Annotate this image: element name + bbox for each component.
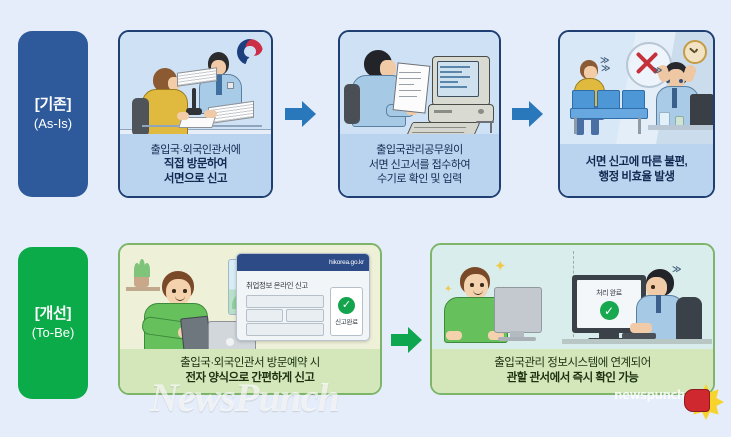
hikorea-window-titlebar: hikorea.go.kr bbox=[237, 254, 369, 271]
korea-government-emblem-icon bbox=[237, 39, 263, 65]
row-label-to-be-sub: (To-Be) bbox=[31, 324, 75, 340]
submission-complete-label: 신고완료 bbox=[335, 319, 358, 326]
row-label-to-be-main: [개선] bbox=[34, 305, 72, 322]
processing-status-screen: 처리 완료 ✓ bbox=[577, 280, 641, 328]
watermark-secondary: newspunch bbox=[614, 388, 685, 402]
caption-line: 직접 방문하여 bbox=[163, 158, 228, 171]
panel-system-linked: ✦ ✦ ✦ 처리 완료 ✓ ≫ bbox=[430, 243, 715, 395]
caption-line: 서면 신고에 따른 불편, bbox=[585, 155, 688, 168]
caption-line: 관할 관서에서 즉시 확인 가능 bbox=[506, 372, 639, 384]
watermark-logo-icon bbox=[682, 378, 726, 422]
panel-inconvenience: ≫ ≫ ≫ bbox=[558, 30, 715, 198]
hikorea-form-window[interactable]: hikorea.go.kr 취업정보 온라인 신고 ✓ 신고완료 bbox=[236, 253, 370, 341]
form-field-1[interactable] bbox=[246, 295, 324, 308]
panel-manual-entry: 출입국관리공무원이 서면 신고서를 접수하여 수기로 확인 및 입력 bbox=[338, 30, 501, 198]
caption-line: 출입국·외국인관서에 bbox=[150, 143, 241, 156]
caption-line: 전자 양식으로 간편하게 신고 bbox=[185, 372, 315, 384]
panel-online-filing-caption: 출입국·외국인관서 방문예약 시 전자 양식으로 간편하게 신고 bbox=[120, 349, 380, 393]
row-label-as-is: [기존] (As-Is) bbox=[18, 31, 88, 197]
row-label-as-is-sub: (As-Is) bbox=[33, 115, 73, 131]
row-label-to-be: [개선] (To-Be) bbox=[18, 247, 88, 399]
panel-system-linked-caption: 출입국관리 정보시스템에 연계되어 관할 관서에서 즉시 확인 가능 bbox=[432, 349, 713, 393]
form-field-4[interactable] bbox=[246, 323, 324, 336]
caption-line: 출입국관리공무원이 bbox=[376, 144, 463, 157]
panel-inconvenience-caption: 서면 신고에 따른 불편, 행정 비효율 발생 bbox=[560, 144, 713, 196]
form-field-2[interactable] bbox=[246, 309, 283, 322]
panel-visit-office: 출입국·외국인관서에 직접 방문하여 서면으로 신고 bbox=[118, 30, 273, 198]
caption-line: 출입국·외국인관서 방문예약 시 bbox=[180, 356, 320, 369]
panel-system-linked-art: ✦ ✦ ✦ 처리 완료 ✓ ≫ bbox=[432, 245, 713, 393]
row-label-as-is-main: [기존] bbox=[34, 96, 72, 113]
wall-clock-icon bbox=[683, 40, 707, 64]
panel-online-filing: hikorea.go.kr 취업정보 온라인 신고 ✓ 신고완료 출입국·외국인… bbox=[118, 243, 382, 395]
submission-complete-card: ✓ 신고완료 bbox=[330, 287, 363, 336]
panel-manual-entry-caption: 출입국관리공무원이 서면 신고서를 접수하여 수기로 확인 및 입력 bbox=[340, 134, 499, 196]
caption-line: 출입국관리 정보시스템에 연계되어 bbox=[494, 356, 651, 369]
form-title: 취업정보 온라인 신고 bbox=[246, 281, 308, 290]
caption-line: 행정 비효율 발생 bbox=[598, 171, 675, 183]
processing-status-label: 처리 완료 bbox=[596, 290, 622, 297]
green-check-icon: ✓ bbox=[599, 301, 619, 320]
caption-line: 수기로 확인 및 입력 bbox=[377, 173, 462, 186]
panel-visit-office-caption: 출입국·외국인관서에 직접 방문하여 서면으로 신고 bbox=[120, 134, 271, 196]
hikorea-url-label: hikorea.go.kr bbox=[329, 259, 364, 266]
green-check-icon: ✓ bbox=[338, 297, 355, 314]
caption-line: 서면으로 신고 bbox=[163, 173, 228, 186]
caption-line: 서면 신고서를 접수하여 bbox=[368, 158, 471, 171]
form-field-3[interactable] bbox=[286, 309, 324, 322]
